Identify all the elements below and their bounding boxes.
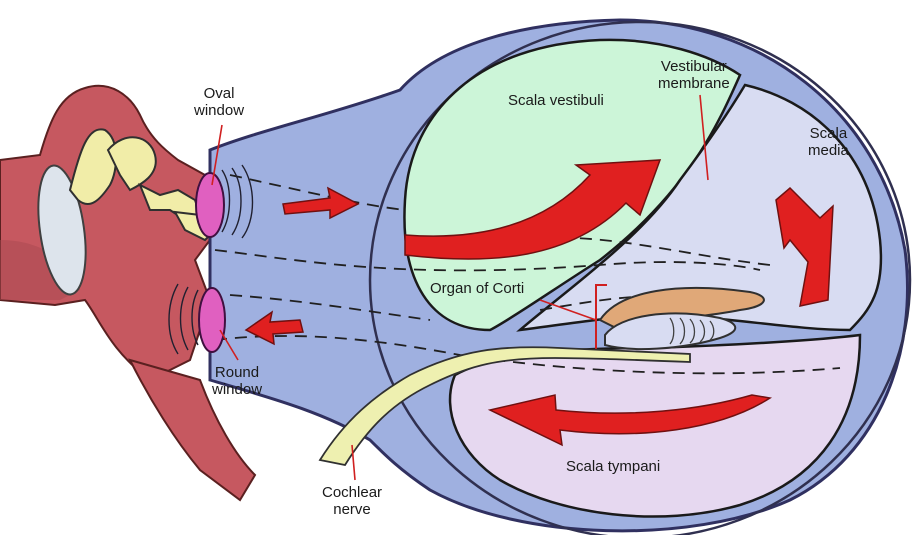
- oval-window: [196, 173, 224, 237]
- oval-window-label-line1: Oval: [194, 85, 244, 102]
- vestibular-membrane-label-line2: membrane: [658, 75, 730, 92]
- cochlear-nerve-label: Cochlear nerve: [322, 484, 382, 518]
- oval-window-label: Oval window: [194, 85, 244, 119]
- scala-media-label-line2: media: [808, 142, 849, 159]
- round-window-label-line2: window: [212, 381, 262, 398]
- scala-media-label: Scala media: [808, 125, 849, 159]
- cochlear-nerve-label-line1: Cochlear: [322, 484, 382, 501]
- organ-of-corti-label: Organ of Corti: [430, 280, 524, 297]
- vestibular-membrane-label: Vestibular membrane: [658, 58, 730, 92]
- round-window: [199, 288, 225, 352]
- vestibular-membrane-label-line1: Vestibular: [658, 58, 730, 75]
- round-window-label: Round window: [212, 364, 262, 398]
- cochlear-nerve-label-line2: nerve: [322, 501, 382, 518]
- scala-media-label-line1: Scala: [808, 125, 849, 142]
- oval-window-label-line2: window: [194, 102, 244, 119]
- scala-tympani-label: Scala tympani: [566, 458, 660, 475]
- round-window-label-line1: Round: [212, 364, 262, 381]
- scala-vestibuli-label: Scala vestibuli: [508, 92, 604, 109]
